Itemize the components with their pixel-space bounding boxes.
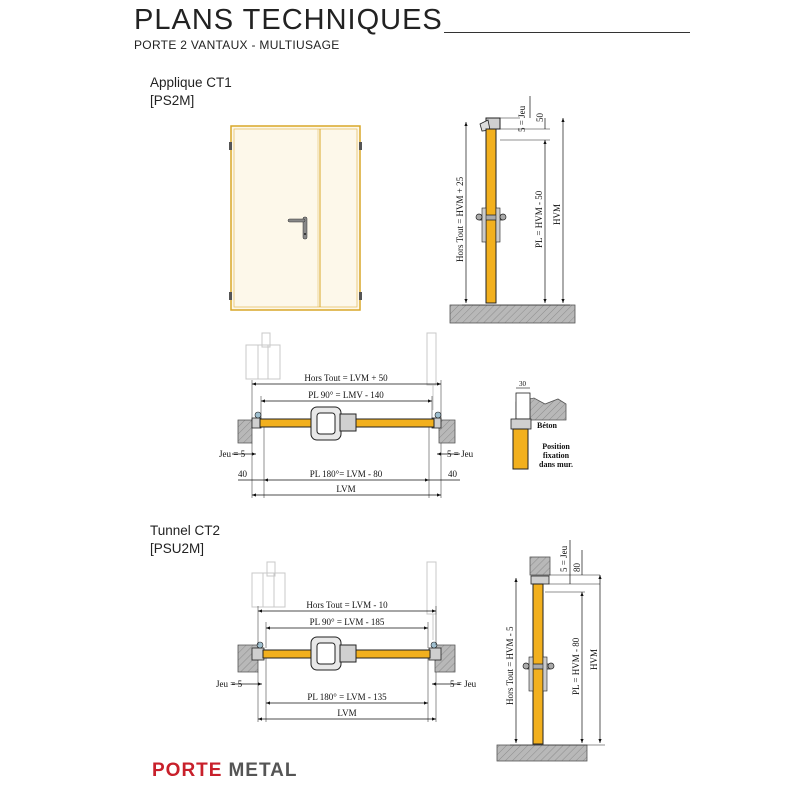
plan-section-2: Hors Tout = LVM - 10 PL 90° = LVM - 185 … (216, 561, 477, 722)
jeu-left-label: Jeu = 5 (219, 449, 246, 459)
title-rule (444, 32, 690, 33)
pl90-label: PL 90° = LMV - 140 (308, 390, 384, 400)
section2-code: [PSU2M] (150, 541, 205, 556)
wall-fixing-detail: 30 Béton Position fixation dans mur. (510, 380, 573, 470)
door-handle-icon (522, 656, 555, 692)
side-section-1: 5 = Jeu 50 Hors Tout = HVM + 25 PL = HVM… (449, 96, 576, 324)
section2-name: Tunnel CT2 (150, 523, 221, 538)
section1-name: Applique CT1 (150, 75, 232, 90)
overall-width-label: Hors Tout = LVM - 10 (306, 600, 388, 610)
brand-part2: METAL (228, 760, 298, 781)
side-left-label: 40 (238, 469, 248, 479)
hvm-label: HVM (589, 649, 599, 670)
beton-label: Béton (537, 421, 558, 430)
detail-note-line1: Position (542, 442, 570, 451)
pl-height-label: PL = HVM - 50 (534, 190, 544, 248)
front-elevation (229, 125, 362, 311)
pl180-label: PL 180°= LVM - 80 (310, 469, 383, 479)
plan-section-1: Hors Tout = LVM + 50 PL 90° = LMV - 140 … (219, 332, 474, 498)
jeu-right-label: 5 = Jeu (450, 679, 477, 689)
door-handle-icon (310, 636, 357, 671)
top-offset-label: 50 (535, 113, 545, 123)
door-handle-icon (310, 406, 357, 441)
door-handle-icon (475, 207, 507, 243)
detail-note-line3: dans mur. (539, 460, 573, 469)
jeu-right-label: 5 = Jeu (447, 449, 474, 459)
hinge-icon (229, 142, 362, 300)
pl-height-label: PL = HVM - 80 (571, 637, 581, 695)
pl180-label: PL 180° = LVM - 135 (307, 692, 387, 702)
pl90-label: PL 90° = LVM - 185 (310, 617, 385, 627)
section1-code: [PS2M] (150, 93, 195, 108)
jeu-label: 5 = Jeu (517, 105, 527, 132)
side-right-label: 40 (448, 469, 458, 479)
door-handle-icon (287, 216, 308, 240)
detail-note-line2: fixation (543, 451, 570, 460)
detail-dim-label: 30 (519, 380, 527, 388)
jeu-label: 5 = Jeu (559, 545, 569, 572)
overall-width-label: Hors Tout = LVM + 50 (304, 373, 388, 383)
lvm-label: LVM (336, 484, 355, 494)
lvm-label: LVM (337, 708, 356, 718)
jeu-left-label: Jeu = 5 (216, 679, 243, 689)
hvm-label: HVM (552, 204, 562, 225)
page-title: PLANS TECHNIQUES (134, 4, 443, 36)
overall-height-label: Hors Tout = HVM - 5 (505, 626, 515, 705)
overall-height-label: Hors Tout = HVM + 25 (455, 176, 465, 262)
top-offset-label: 80 (572, 563, 582, 573)
page-subtitle: PORTE 2 VANTAUX - MULTIUSAGE (134, 38, 340, 52)
brand-part1: PORTE (152, 760, 223, 781)
side-section-2: 5 = Jeu 80 Hors Tout = HVM - 5 PL = HVM … (496, 540, 605, 762)
